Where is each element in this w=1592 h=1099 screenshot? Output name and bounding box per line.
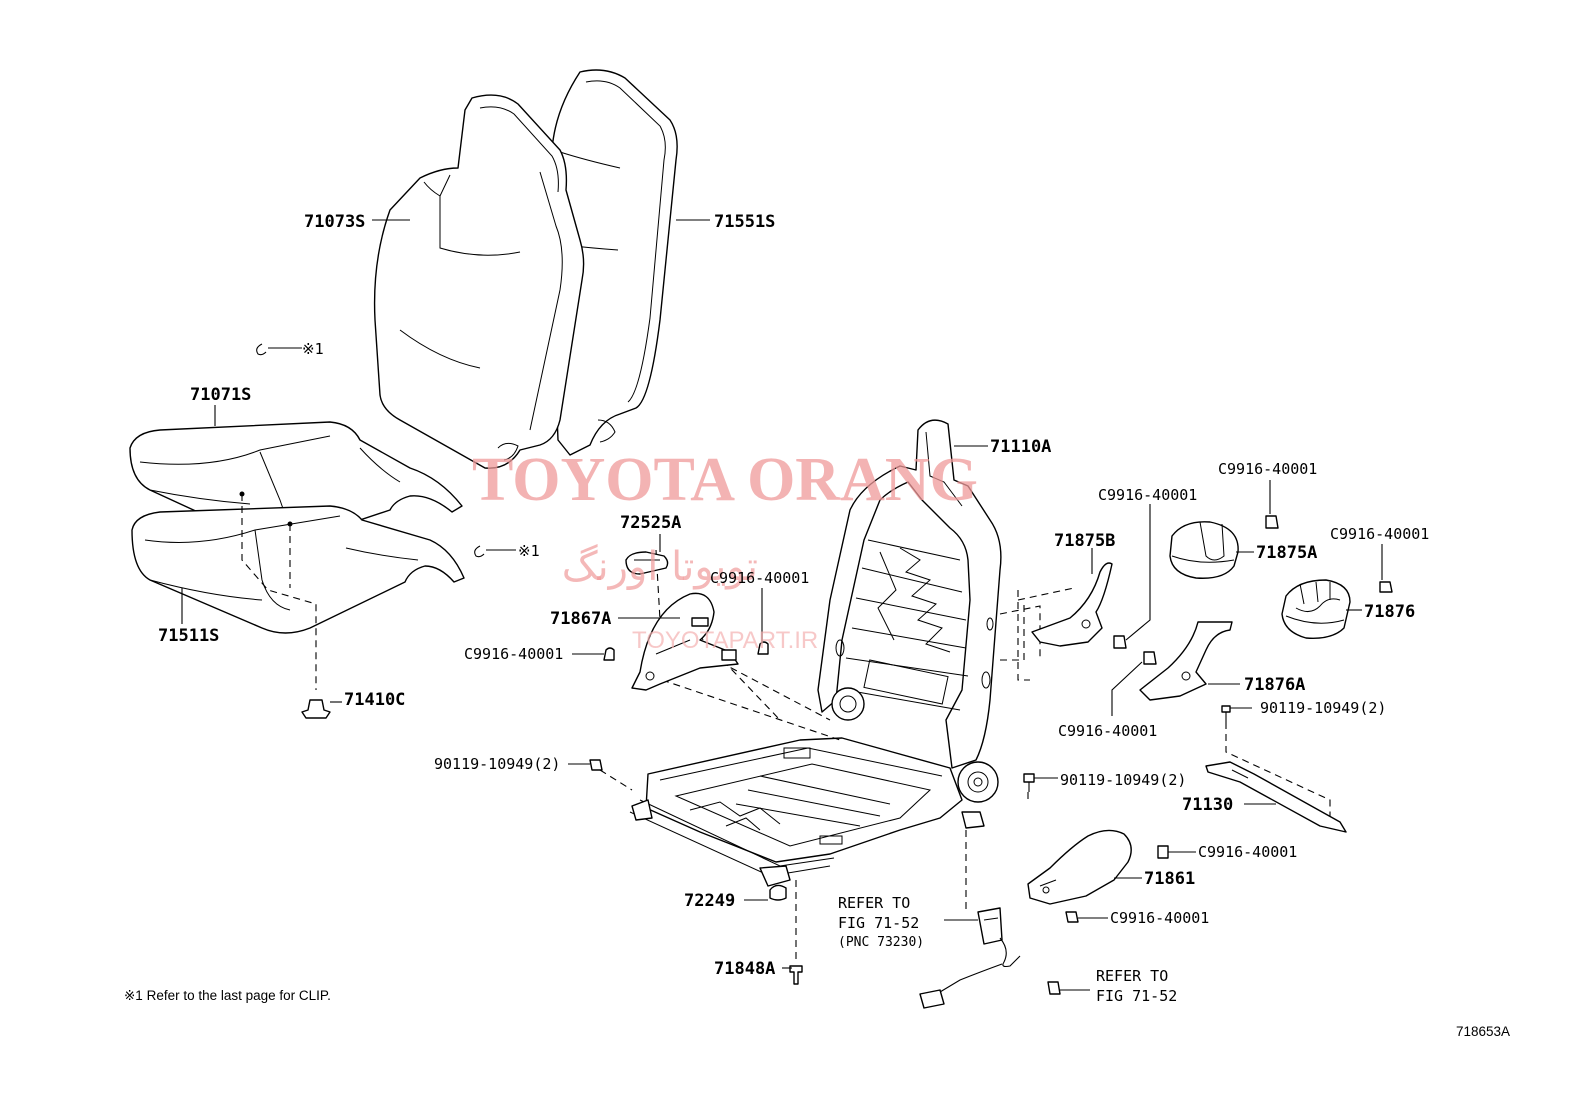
label-71071s: 71071S [190, 385, 251, 405]
buckle-ref-line1: REFER TO [838, 894, 910, 912]
buckle-ref-line3: (PNC 73230) [838, 935, 924, 950]
label-bolt-mid: 90119-10949(2) [1060, 771, 1186, 789]
label-72525a: 72525A [620, 513, 681, 533]
harness-ref-line2: FIG 71-52 [1096, 987, 1177, 1005]
shield-71876a-drawing [1139, 621, 1233, 701]
diagram-number: 718653A [1456, 1024, 1510, 1039]
seat-belt-buckle-drawing [919, 907, 1021, 1009]
label-71875b: 71875B [1054, 531, 1115, 551]
label-71073s: 71073S [304, 212, 365, 232]
label-c9916-b: C9916-40001 [1098, 486, 1197, 504]
harness-ref-line1: REFER TO [1096, 967, 1168, 985]
clip-note-a: ※1 [302, 340, 324, 358]
label-72249: 72249 [684, 891, 735, 911]
watermark-persian: تویوتا اورنگ [562, 544, 758, 590]
label-71551s: 71551S [714, 212, 775, 232]
cover-71876-drawing [1281, 579, 1351, 639]
label-71410c: 71410C [344, 690, 405, 710]
footnote: ※1 Refer to the last page for CLIP. [124, 988, 331, 1003]
cushion-pad-drawing [131, 505, 465, 634]
leader-lines [181, 219, 1383, 991]
cushion-frame-drawing [629, 737, 985, 887]
shield-71875b-drawing [1031, 562, 1113, 647]
clip-note-b: ※1 [518, 542, 540, 560]
label-bolt-left: 90119-10949(2) [434, 755, 560, 773]
label-c9916-g: C9916-40001 [1198, 843, 1297, 861]
buckle-ref-line2: FIG 71-52 [838, 914, 919, 932]
fastener-71410c-drawing [301, 699, 342, 719]
label-71876a: 71876A [1244, 675, 1305, 695]
cover-71875a-drawing [1169, 521, 1239, 579]
label-71867a: 71867A [550, 609, 611, 629]
label-71130: 71130 [1182, 795, 1233, 815]
shield-71867a-drawing [631, 592, 739, 691]
label-c9916-h: C9916-40001 [1110, 909, 1209, 927]
label-c9916-e: C9916-40001 [464, 645, 563, 663]
label-71876: 71876 [1364, 602, 1415, 622]
watermark-brand: TOYOTA ORANG [472, 446, 978, 514]
label-71848a: 71848A [714, 959, 775, 979]
seatback-frame-drawing [817, 419, 1002, 803]
label-71875a: 71875A [1256, 543, 1317, 563]
label-71110a: 71110A [990, 437, 1051, 457]
watermark-site: TOYOTAPART.IR [632, 627, 818, 654]
label-c9916-d: C9916-40001 [710, 569, 809, 587]
label-c9916-f: C9916-40001 [1058, 722, 1157, 740]
shield-71861-drawing [1027, 829, 1132, 905]
label-c9916-c: C9916-40001 [1330, 525, 1429, 543]
label-71861: 71861 [1144, 869, 1195, 889]
label-c9916-a: C9916-40001 [1218, 460, 1317, 478]
label-71511s: 71511S [158, 626, 219, 646]
label-bolt-right: 90119-10949(2) [1260, 699, 1386, 717]
seatback-cover-drawing [373, 94, 585, 469]
hinge-cover-72525a-drawing [625, 551, 669, 575]
bracket-71130-drawing [1205, 761, 1347, 833]
